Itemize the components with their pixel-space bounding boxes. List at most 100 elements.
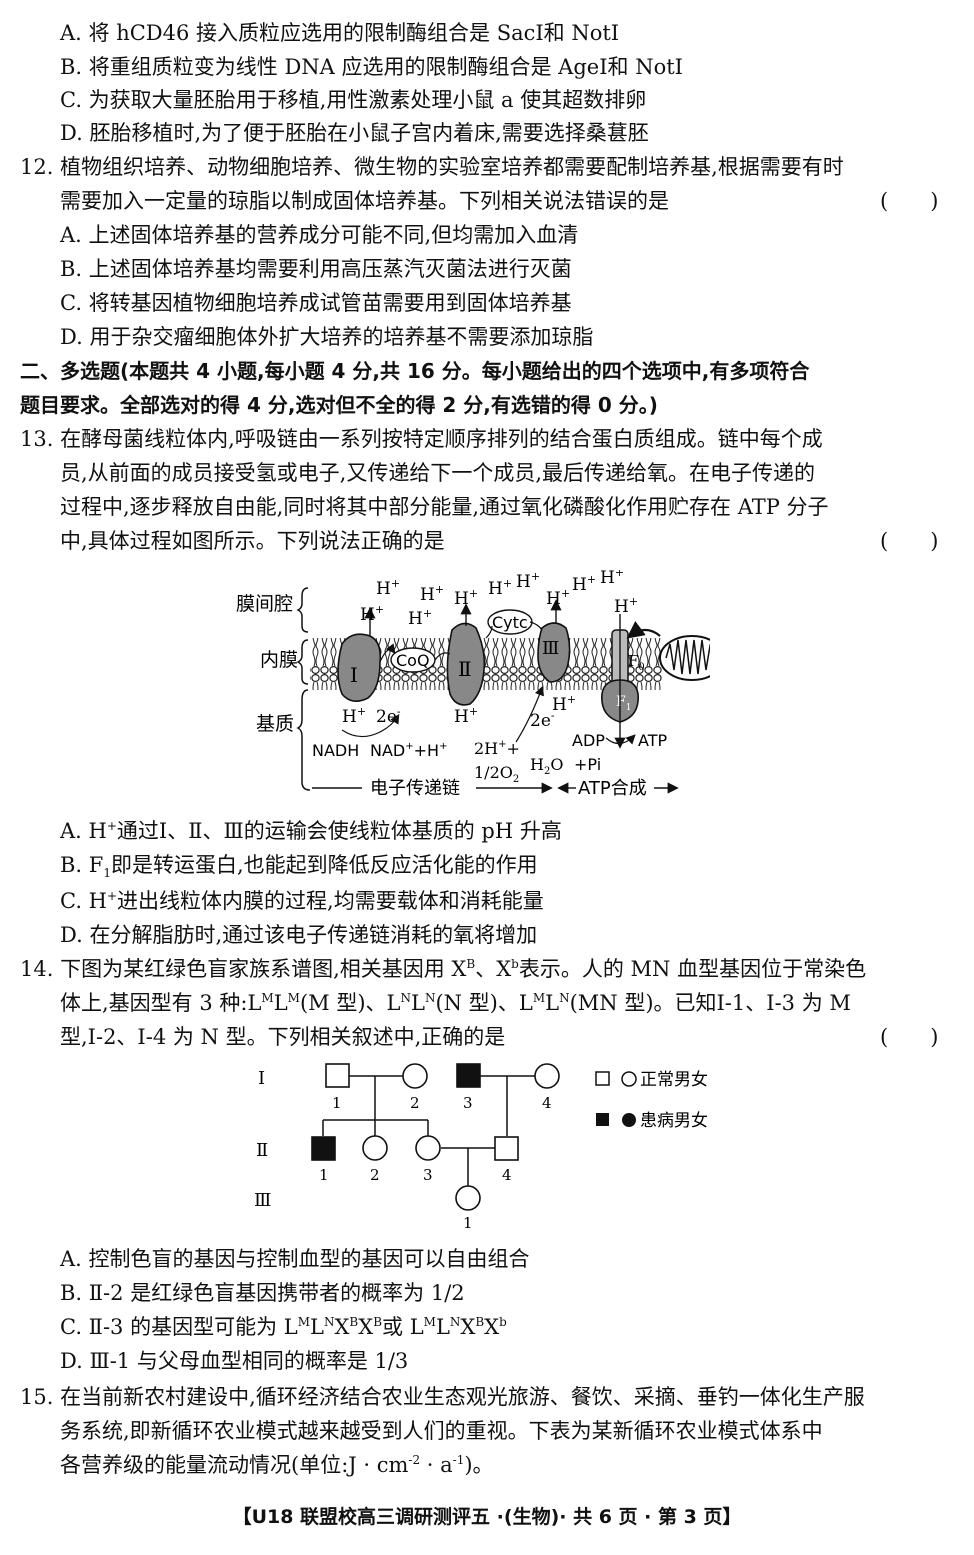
pedigree-lines xyxy=(322,1075,535,1186)
gen-1-numbers: 1 2 3 4 xyxy=(332,1094,552,1112)
q12-stem-line2: 需要加入一定量的琼脂以制成固体培养基。下列相关说法错误的是 xyxy=(60,189,669,213)
q14-option-d: D. Ⅲ-1 与父母血型相同的概率是 1/3 xyxy=(60,1349,409,1373)
legend-affected-female-icon xyxy=(622,1113,636,1127)
q14-stem-line3: 型,Ⅰ-2、Ⅰ-4 为 N 型。下列相关叙述中,正确的是 xyxy=(60,1025,506,1049)
label-inner-membrane: 内膜 xyxy=(260,649,298,671)
q12-answer-blank: ( ) xyxy=(880,189,939,213)
q14-stem-line1: 14. 下图为某红绿色盲家族系谱图,相关基因用 XB、Xb表示。人的 MN 血型… xyxy=(20,957,867,981)
iii-1-normal-female xyxy=(455,1185,481,1211)
adp-label: ADP xyxy=(572,731,605,750)
q11-option-c: C. 为获取大量胚胎用于移植,用性激素处理小鼠 a 使其超数排卵 xyxy=(60,88,647,112)
matrix-2e-2: 2e- xyxy=(530,709,555,731)
legend-affected-label: 患病男女 xyxy=(640,1111,708,1131)
matrix-labels: H+ 2e- H+ 2e- H+ NADH NAD++H+ 2H++ 1/2O2… xyxy=(312,693,667,785)
h-plus-4: H+ xyxy=(408,607,432,629)
q15-stem-line2: 务系统,即新循环农业模式越来越受到人们的重视。下表为某新循环农业模式体系中 xyxy=(60,1419,823,1443)
q12-option-c: C. 将转基因植物细胞培养成试管苗需要用到固体培养基 xyxy=(60,291,572,315)
brace-matrix xyxy=(296,689,311,791)
q14-option-c: C. Ⅱ-3 的基因型可能为 LMLNXBXB或 LMLNXBXb xyxy=(60,1315,507,1339)
half-o2-label: 1/2O2 xyxy=(474,763,519,785)
complex-2 xyxy=(446,622,486,706)
i-4-normal-female xyxy=(534,1063,560,1089)
q13-stem-line1: 13. 在酵母菌线粒体内,呼吸链由一系列按特定顺序排列的结合蛋白质组成。链中每个… xyxy=(20,427,823,451)
q14-stem-line2: 体上,基因型有 3 种:LMLM(M 型)、LNLN(N 型)、LMLN(MN … xyxy=(60,991,851,1015)
legend-normal-female-icon xyxy=(621,1071,637,1087)
cytc-label: Cytc xyxy=(492,613,528,632)
svg-text:3: 3 xyxy=(463,1094,473,1112)
f0-label: F0 xyxy=(628,652,645,673)
cytc-to-complex3-link xyxy=(529,621,543,631)
nad-label: NAD++H+ xyxy=(370,741,447,760)
i-1-normal-male xyxy=(325,1063,350,1088)
matrix-h-plus-3: H+ xyxy=(552,693,576,715)
atp-synthesis-arrow xyxy=(605,734,636,745)
ii-4-normal-male xyxy=(494,1136,519,1161)
ii-1-affected-male xyxy=(311,1136,336,1161)
svg-text:4: 4 xyxy=(542,1094,552,1112)
pedigree-chart: Ⅰ Ⅱ Ⅲ 1 2 3 4 xyxy=(254,1063,708,1232)
page-footer: 【U18 联盟校高三调研测评五 ·(生物)· 共 6 页 · 第 3 页】 xyxy=(232,1506,742,1528)
ii-3-normal-female xyxy=(415,1135,441,1161)
ii-2-normal-female xyxy=(362,1135,388,1161)
h-plus-7: H+ xyxy=(546,587,570,609)
svg-text:4: 4 xyxy=(502,1166,512,1184)
q14-answer-blank: ( ) xyxy=(880,1025,939,1049)
oxygen-reduction-arrow xyxy=(515,685,544,743)
legend-normal-male-icon xyxy=(595,1071,610,1086)
svg-text:3: 3 xyxy=(423,1166,433,1184)
svg-text:2: 2 xyxy=(370,1166,380,1184)
complex-3 xyxy=(537,622,571,683)
q12-option-b: B. 上述固体培养基均需要利用高压蒸汽灭菌法进行灭菌 xyxy=(60,257,572,281)
coq-label: CoQ xyxy=(396,651,430,670)
q15-stem-line3: 各营养级的能量流动情况(单位:J · cm-2 · a-1)。 xyxy=(60,1453,494,1477)
gen-2-label: Ⅱ xyxy=(256,1140,268,1161)
q11-option-a: A. 将 hCD46 接入质粒应选用的限制酶组合是 SacⅠ和 NotⅠ xyxy=(60,21,620,45)
legend-affected-male-icon xyxy=(596,1113,609,1126)
nadh-label: NADH xyxy=(312,741,359,760)
q11-option-d: D. 胚胎移植时,为了便于胚胎在小鼠子宫内着床,需要选择桑葚胚 xyxy=(60,121,649,145)
q12-option-d: D. 用于杂交瘤细胞体外扩大培养的培养基不需要添加琼脂 xyxy=(60,325,594,349)
h-plus-6: H+H+ xyxy=(488,570,540,599)
complex-3-label: Ⅲ xyxy=(542,638,559,659)
q13-option-b: B. F1即是转运蛋白,也能起到降低反应活化能的作用 xyxy=(60,853,538,881)
legend-normal-label: 正常男女 xyxy=(640,1070,708,1090)
zoom-arrow-icon xyxy=(626,621,661,639)
section2-heading-line1: 二、多选题(本题共 4 小题,每小题 4 分,共 16 分。每小题给出的四个选项… xyxy=(20,359,810,383)
matrix-2e-1: 2e- xyxy=(376,705,401,727)
q13-stem-line3: 过程中,逐步释放自由能,同时将其中部分能量,通过氧化磷酸化作用贮存在 ATP 分… xyxy=(60,495,829,519)
q13-option-c: C. H+进出线粒体内膜的过程,均需要载体和消耗能量 xyxy=(60,889,544,913)
matrix-h-plus-2: H+ xyxy=(454,705,478,727)
q15-stem-line1: 15. 在当前新农村建设中,循环经济结合农业生态观光旅游、餐饮、采摘、垂钓一体化… xyxy=(20,1385,865,1409)
gen-2-numbers: 1 2 3 4 xyxy=(319,1166,512,1184)
nadh-oxidation-arrow xyxy=(341,713,400,738)
h-plus-2: H+ xyxy=(360,603,384,625)
q11-option-b: B. 将重组质粒变为线性 DNA 应选用的限制酶组合是 AgeⅠ和 NotⅠ xyxy=(60,55,683,79)
section2-heading-line2: 题目要求。全部选对的得 4 分,选对但不全的得 2 分,有选错的得 0 分。) xyxy=(20,393,658,417)
svg-text:1: 1 xyxy=(332,1094,342,1112)
label-matrix: 基质 xyxy=(256,713,294,735)
i-2-normal-female xyxy=(402,1063,428,1089)
gen-3-number: 1 xyxy=(463,1214,473,1232)
brace-intermembrane xyxy=(296,587,309,633)
svg-text:2: 2 xyxy=(410,1094,420,1112)
f1-label: F1 xyxy=(616,694,631,713)
complex-1-label: Ⅰ xyxy=(350,663,358,687)
h-plus-top-labels: H+ H+ H+ H+ H+ H+H+ H+ H+H+ H+ xyxy=(360,570,638,629)
generation-labels: Ⅰ Ⅱ Ⅲ xyxy=(254,1068,271,1211)
svg-text:1: 1 xyxy=(319,1166,329,1184)
matrix-h-plus-1: H+ xyxy=(342,705,366,727)
q13-option-a: A. H+通过Ⅰ、Ⅱ、Ⅲ的运输会使线粒体基质的 pH 升高 xyxy=(60,819,562,843)
coq-to-complex2-link xyxy=(434,652,451,661)
q12-option-a: A. 上述固体培养基的营养成分可能不同,但均需加入血清 xyxy=(60,223,579,247)
etc-label: 电子传递链 xyxy=(370,778,460,799)
complex2-to-cytc-arrow xyxy=(485,625,493,639)
electron-transport-diagram: 膜间腔 内膜 基质 Ⅰ CoQ Ⅱ Cytc Ⅲ F0 F1 xyxy=(236,570,710,799)
complex-2-label: Ⅱ xyxy=(458,657,472,681)
h-plus-3: H+ xyxy=(420,583,444,605)
atp-label: ATP xyxy=(638,731,667,750)
q12-stem-line1: 12. 植物组织培养、动物细胞培养、微生物的实验室培养都需要配制培养基,根据需要… xyxy=(20,155,844,179)
q13-stem-line4: 中,具体过程如图所示。下列说法正确的是 xyxy=(60,529,445,553)
q14-option-b: B. Ⅱ-2 是红绿色盲基因携带者的概率为 1/2 xyxy=(60,1281,465,1305)
brace-membrane xyxy=(296,639,309,685)
